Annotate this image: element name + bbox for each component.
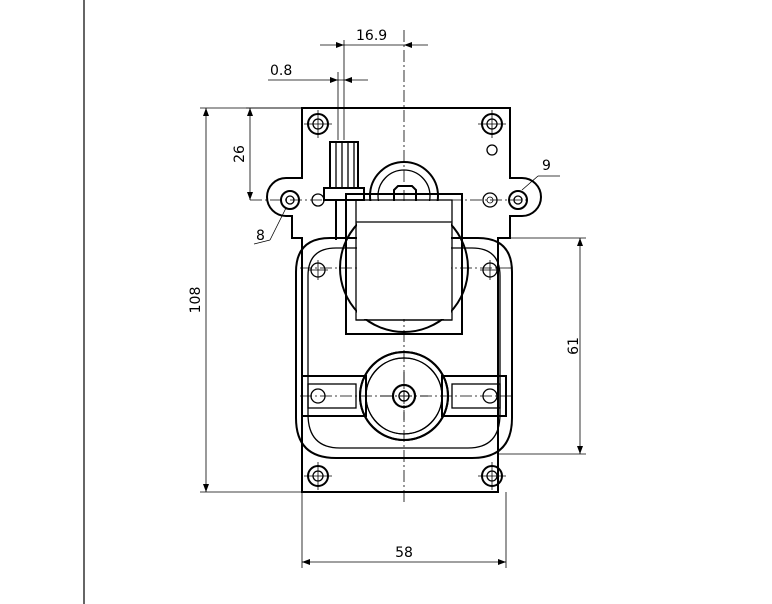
mounting-hole-top-left xyxy=(304,110,332,138)
connector-terminal xyxy=(323,141,365,240)
small-hole-right xyxy=(482,192,498,208)
output-bracket-right xyxy=(441,375,507,417)
dimension-label-61: 61 xyxy=(566,337,582,355)
motor-hole-left xyxy=(308,260,328,280)
mounting-hole-bottom-right xyxy=(478,462,506,490)
dimension-26: 26 xyxy=(232,107,302,200)
output-shaft-ring-redraw xyxy=(359,351,449,441)
dimension-label-26: 26 xyxy=(232,145,248,163)
mounting-hole-top-right xyxy=(478,110,506,138)
dimension-label-0-8: 0.8 xyxy=(270,63,292,79)
dimension-label-9: 9 xyxy=(542,158,551,174)
dimension-label-16-9: 16.9 xyxy=(356,28,387,44)
motor-hole-right xyxy=(480,260,500,280)
gearbox-plate xyxy=(266,107,542,493)
dimension-label-108: 108 xyxy=(188,287,204,314)
dimension-58: 58 xyxy=(301,492,507,568)
dimension-61: 61 xyxy=(498,237,586,455)
gear-housing xyxy=(295,237,513,459)
output-bracket-left xyxy=(301,375,367,417)
dimension-label-8: 8 xyxy=(256,228,265,244)
dimension-9: 9 xyxy=(521,158,560,191)
mounting-hole-bottom-left xyxy=(304,462,332,490)
dimension-16-9: 16.9 xyxy=(320,28,428,140)
motor-coil-mask xyxy=(357,201,451,319)
dimension-8: 8 xyxy=(253,207,287,245)
dimension-0-8: 0.8 xyxy=(268,63,368,140)
ear-hole-right xyxy=(508,190,528,210)
small-hole-right-upper xyxy=(486,144,498,156)
ear-hole-left xyxy=(280,190,300,210)
dimension-108: 108 xyxy=(188,107,302,493)
dimension-label-58: 58 xyxy=(395,545,413,561)
